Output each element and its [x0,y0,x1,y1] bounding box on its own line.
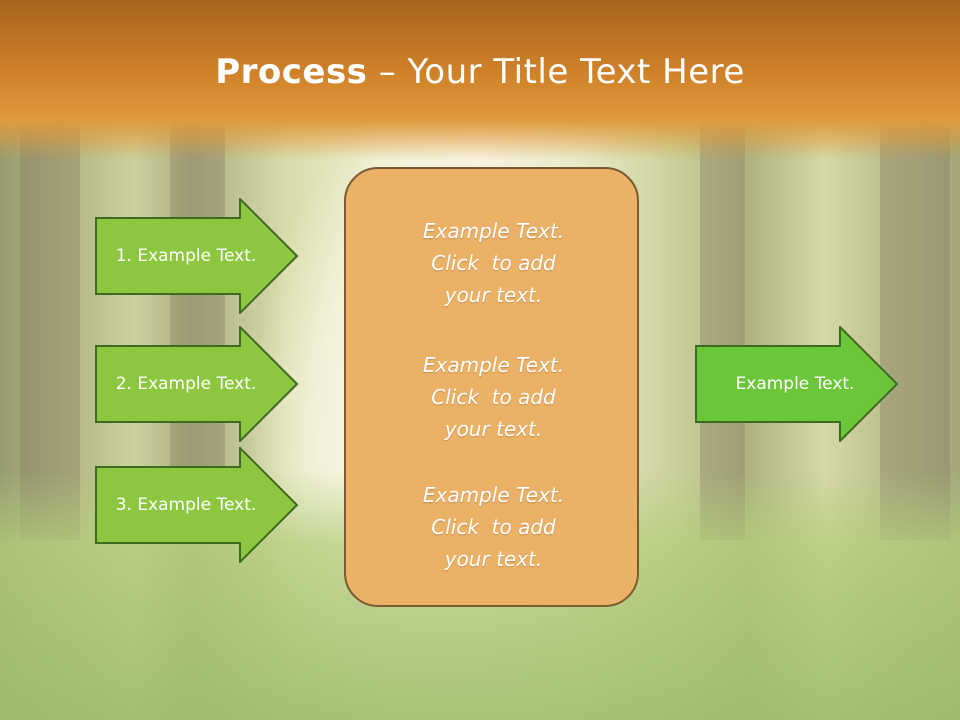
paragraph-line: Example Text. [422,219,565,243]
slide-title[interactable]: Process – Your Title Text Here [0,52,960,92]
step-label-1: 1. Example Text. [115,246,257,266]
paragraph-line: your text. [444,547,543,571]
center-paragraph-1: Example Text. Click to add your text. [346,215,641,311]
step-arrow-3[interactable]: 3. Example Text. [95,447,299,563]
step-arrow-2[interactable]: 2. Example Text. [95,326,299,442]
center-text-box[interactable]: Example Text. Click to add your text. Ex… [344,167,639,607]
step-label-2: 2. Example Text. [115,374,257,394]
title-rest: – Your Title Text Here [367,52,745,92]
step-label-3: 3. Example Text. [115,495,257,515]
paragraph-line: your text. [444,283,543,307]
title-bold: Process [215,52,368,92]
center-paragraph-2: Example Text. Click to add your text. [346,349,641,445]
output-label: Example Text. [735,374,855,394]
arrow-shape-icon [95,198,299,314]
arrow-shape-icon [95,447,299,563]
title-band [0,0,960,160]
paragraph-line: your text. [444,417,543,441]
arrow-shape-icon [95,326,299,442]
paragraph-line: Example Text. [422,483,565,507]
arrow-shape-icon [695,326,899,442]
output-arrow[interactable]: Example Text. [695,326,899,442]
center-paragraph-3: Example Text. Click to add your text. [346,479,641,575]
paragraph-line: Click to add [431,385,556,409]
paragraph-line: Example Text. [422,353,565,377]
paragraph-line: Click to add [431,515,556,539]
paragraph-line: Click to add [431,251,556,275]
step-arrow-1[interactable]: 1. Example Text. [95,198,299,314]
